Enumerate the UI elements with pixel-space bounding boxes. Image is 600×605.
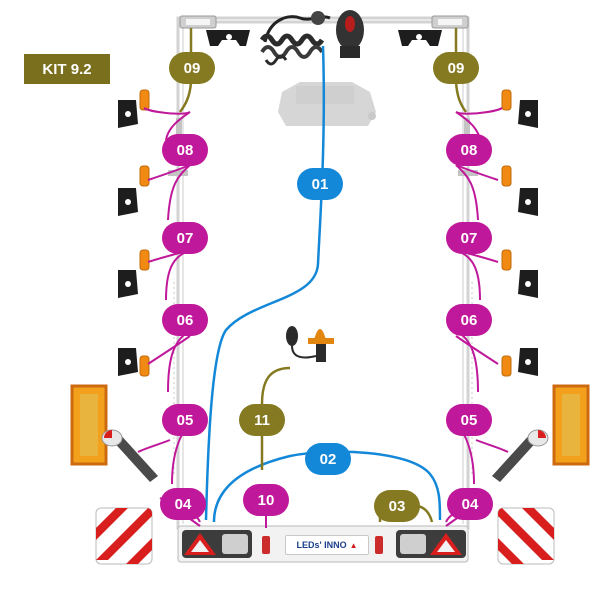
spiral-cable <box>259 11 331 66</box>
side-bracket-right-4 <box>518 348 538 376</box>
cable-02-label: 02 <box>305 443 351 475</box>
connector-04-left: 04 <box>160 488 206 520</box>
brand-plate: LEDs' INNO ▲ <box>285 535 369 555</box>
connector-05-right: 05 <box>446 404 492 436</box>
cable-01-label: 01 <box>297 168 343 200</box>
connector-09-left: 09 <box>169 52 215 84</box>
cable-03-label: 03 <box>374 490 420 522</box>
mount-bracket-top-left <box>206 30 250 46</box>
rear-combination-lamp-right <box>396 530 466 558</box>
connector-09-right: 09 <box>433 52 479 84</box>
stalk-marker-right <box>492 429 549 482</box>
warning-plate-left <box>95 507 153 565</box>
stalk-marker-left <box>101 429 158 482</box>
side-bracket-left-3 <box>118 270 138 298</box>
brand-label: LEDs' INNO <box>296 540 347 550</box>
connector-07-right: 07 <box>446 222 492 254</box>
connector-04-right: 04 <box>447 488 493 520</box>
side-bracket-left-4 <box>118 348 138 376</box>
warning-plate-right <box>497 507 555 565</box>
front-position-lamp-right <box>431 15 469 29</box>
accessory-cable-09-right <box>454 28 468 113</box>
front-position-lamp-left <box>179 15 217 29</box>
reflector-panel-right <box>552 384 590 466</box>
rotating-beacon-icon <box>286 326 334 362</box>
side-bracket-right-2 <box>518 188 538 216</box>
side-bracket-right-1 <box>518 100 538 128</box>
connector-08-left: 08 <box>162 134 208 166</box>
accessory-cable-11 <box>260 366 291 470</box>
cable-10-label: 10 <box>243 484 289 516</box>
frame-pads <box>168 118 478 176</box>
side-bracket-right-3 <box>518 270 538 298</box>
connector-06-right: 06 <box>446 304 492 336</box>
plug-socket-icon <box>336 10 364 58</box>
amber-marker-lamps <box>139 89 512 377</box>
connector-06-left: 06 <box>162 304 208 336</box>
main-cable-01 <box>204 45 326 521</box>
junction-box <box>278 82 376 126</box>
plate-lamps <box>262 536 383 554</box>
accessory-cable-09-left <box>178 28 193 113</box>
side-bracket-left-2 <box>118 188 138 216</box>
kit-label: KIT 9.2 <box>24 54 110 84</box>
rear-combination-lamp-left <box>182 530 252 558</box>
reflector-panel-left <box>70 384 108 466</box>
connector-07-left: 07 <box>162 222 208 254</box>
cable-11-label: 11 <box>239 404 285 436</box>
connector-05-left: 05 <box>162 404 208 436</box>
side-bracket-left-1 <box>118 100 138 128</box>
brand-triangle-icon: ▲ <box>349 540 358 550</box>
connector-08-right: 08 <box>446 134 492 166</box>
mount-bracket-top-right <box>398 30 442 46</box>
